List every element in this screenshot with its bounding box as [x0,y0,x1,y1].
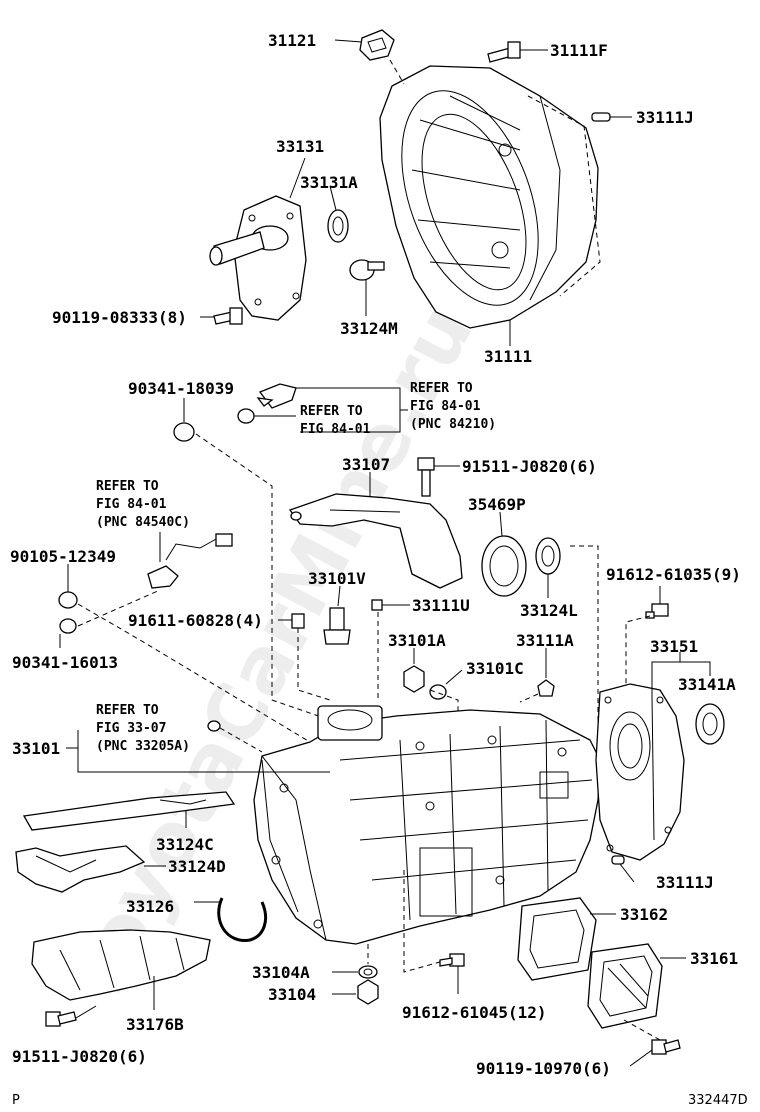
part-33124D: 33124D [15,845,226,893]
part-90119-10970: 90119-10970(6) [476,1039,681,1078]
part-33104A: 33104A [252,963,378,982]
part-33141A: 33141A [678,675,736,745]
note-refer3-line2: FIG 84-01 [96,497,167,512]
label-31121: 31121 [268,31,316,50]
label-31111F: 31111F [550,41,608,60]
note-refer1: REFER TO FIG 84-01 (PNC 84210) [296,381,496,433]
label-91612-61045: 91612-61045(12) [402,1003,547,1022]
note-refer1-line3: (PNC 84210) [410,417,496,432]
note-refer3-line3: (PNC 84540C) [96,515,190,530]
part-sensor-84540C [147,533,233,589]
label-33104: 33104 [268,985,316,1004]
part-33124L: 33124L [520,537,578,620]
label-90119-08333: 90119-08333(8) [52,308,187,327]
part-35469P: 35469P [468,495,527,597]
part-33162-gasket: 33162 [517,897,668,981]
note-refer2: REFER TO FIG 84-01 [254,404,371,437]
part-90105-12349: 90105-12349 [10,547,116,609]
part-33176B: 33176B [31,929,211,1034]
part-33111U: 33111U [371,596,470,615]
part-91611-60828: 91611-60828(4) [128,611,305,630]
part-31111-clutch-housing: 31111 [379,65,601,366]
part-90341-18039: 90341-18039 [128,379,234,442]
label-33101: 33101 [12,739,60,758]
note-refer3: REFER TO FIG 84-01 (PNC 84540C) [96,479,190,562]
part-91511-J0820-top: 91511-J0820(6) [417,457,597,497]
part-33107: 33107 [288,455,463,589]
label-90341-18039: 90341-18039 [128,379,234,398]
part-33101V: 33101V [308,569,366,645]
part-91511-J0820-bottom: 91511-J0820(6) [12,1005,147,1066]
part-31111F: 31111F [487,41,608,63]
label-91511-J0820-bottom: 91511-J0820(6) [12,1047,147,1066]
part-33101C: 33101C [429,659,524,700]
label-31111: 31111 [484,347,532,366]
label-33141A: 33141A [678,675,736,694]
part-31121: 31121 [268,29,395,61]
label-33111J-top: 33111J [636,108,694,127]
label-33101A: 33101A [388,631,446,650]
corner-left-mark: P [12,1093,20,1108]
label-33162: 33162 [620,905,668,924]
part-90341-16013: 90341-16013 [12,618,118,672]
label-91612-61035: 91612-61035(9) [606,565,741,584]
part-33111A: 33111A [516,631,574,697]
part-91612-61045: 91612-61045(12) [402,953,547,1022]
part-33104: 33104 [268,979,379,1005]
part-33161-cover: 33161 [587,943,738,1029]
note-refer3-line1: REFER TO [96,479,159,494]
label-91611-60828: 91611-60828(4) [128,611,263,630]
label-33161: 33161 [690,949,738,968]
part-switch-84210 [237,383,297,424]
label-33131A: 33131A [300,173,358,192]
label-90341-16013: 90341-16013 [12,653,118,672]
note-refer4-line3: (PNC 33205A) [96,739,190,754]
label-33104A: 33104A [252,963,310,982]
note-refer4: REFER TO FIG 33-07 (PNC 33205A) [96,703,263,754]
label-33124L: 33124L [520,601,578,620]
part-33131: 33131 [209,137,324,321]
part-91612-61035: 91612-61035(9) [606,565,741,619]
label-33101C: 33101C [466,659,524,678]
label-33131: 33131 [276,137,324,156]
part-90119-08333: 90119-08333(8) [52,307,243,327]
part-33124M: 33124M [340,259,398,338]
note-refer1-line2: FIG 84-01 [410,399,481,414]
label-90105-12349: 90105-12349 [10,547,116,566]
label-35469P: 35469P [468,495,526,514]
note-refer4-line2: FIG 33-07 [96,721,166,736]
label-33124M: 33124M [340,319,398,338]
part-33101A: 33101A [388,631,446,693]
label-33124D: 33124D [168,857,226,876]
part-33151-extension-housing: 33151 [595,637,711,861]
note-refer1-line1: REFER TO [410,381,473,396]
label-33111U: 33111U [412,596,470,615]
note-refer2-line1: REFER TO [300,404,363,419]
label-33176B: 33176B [126,1015,184,1034]
label-33151: 33151 [650,637,698,656]
figure-code: 332447D [688,1093,748,1108]
part-33124C: 33124C [22,791,236,854]
label-33101-group: 33101 [12,730,330,773]
label-33101V: 33101V [308,569,366,588]
part-33131A: 33131A [300,173,358,243]
label-33107: 33107 [342,455,390,474]
label-33111J-bottom: 33111J [656,873,714,892]
part-33111J-bottom: 33111J [611,855,714,892]
label-33124C: 33124C [156,835,214,854]
part-33126: 33126 [126,897,267,942]
label-33111A: 33111A [516,631,574,650]
note-refer4-line1: REFER TO [96,703,159,718]
label-33126: 33126 [126,897,174,916]
label-90119-10970: 90119-10970(6) [476,1059,611,1078]
part-33111J-top: 33111J [591,108,694,127]
part-33101-transmission-case [253,705,601,945]
note-refer2-line2: FIG 84-01 [300,422,371,437]
label-91511-J0820-top: 91511-J0820(6) [462,457,597,476]
